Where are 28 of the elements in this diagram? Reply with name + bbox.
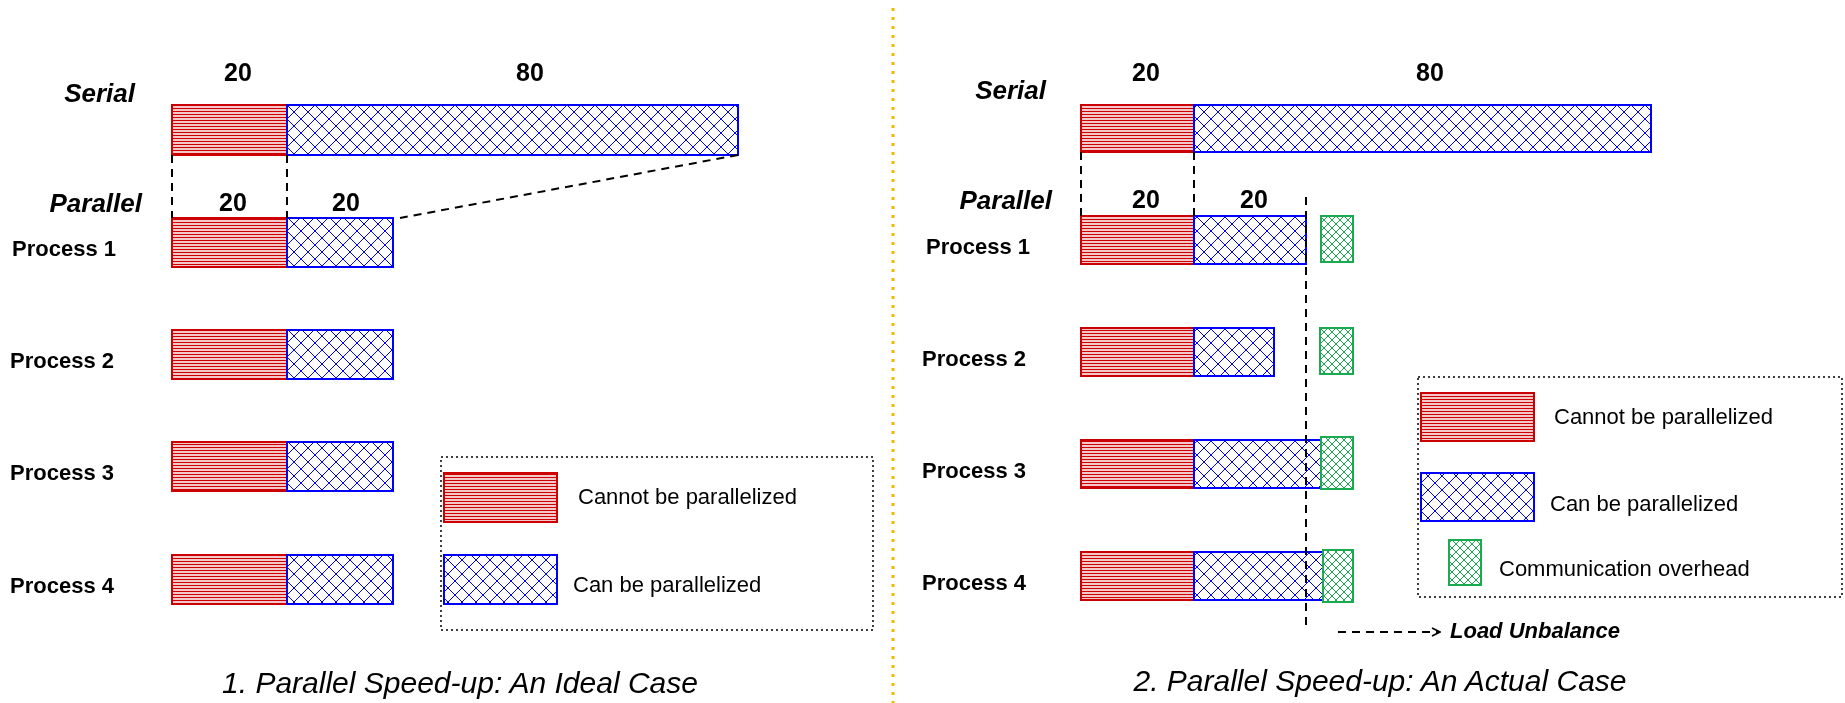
row-label: Process 1: [12, 238, 116, 260]
annotation-label: Load Unbalance: [1450, 620, 1620, 642]
value-label: 20: [219, 190, 247, 215]
legend-label: Cannot be parallelized: [1554, 406, 1773, 428]
row-label: Parallel: [959, 187, 1052, 213]
legend-label: Communication overhead: [1499, 558, 1750, 580]
row-label: Serial: [975, 77, 1046, 103]
caption: 1. Parallel Speed-up: An Ideal Case: [222, 668, 698, 698]
row-label: Process 4: [922, 572, 1026, 594]
value-label: 20: [1132, 60, 1160, 85]
legend-label: Can be parallelized: [1550, 493, 1739, 515]
row-label: Process 3: [922, 460, 1026, 482]
legend-label: Can be parallelized: [573, 574, 762, 596]
value-label: 20: [1132, 187, 1160, 212]
legend-label: Cannot be parallelized: [578, 486, 797, 508]
value-label: 80: [1416, 60, 1444, 85]
row-label: Serial: [64, 80, 135, 106]
row-label: Process 3: [10, 462, 114, 484]
value-label: 20: [332, 190, 360, 215]
value-label: 20: [1240, 187, 1268, 212]
row-label: Process 1: [926, 236, 1030, 258]
row-label: Process 2: [10, 350, 114, 372]
row-label: Process 2: [922, 348, 1026, 370]
row-label: Parallel: [49, 190, 142, 216]
value-label: 80: [516, 60, 544, 85]
row-label: Process 4: [10, 575, 114, 597]
value-label: 20: [224, 60, 252, 85]
caption: 2. Parallel Speed-up: An Actual Case: [1133, 666, 1627, 696]
